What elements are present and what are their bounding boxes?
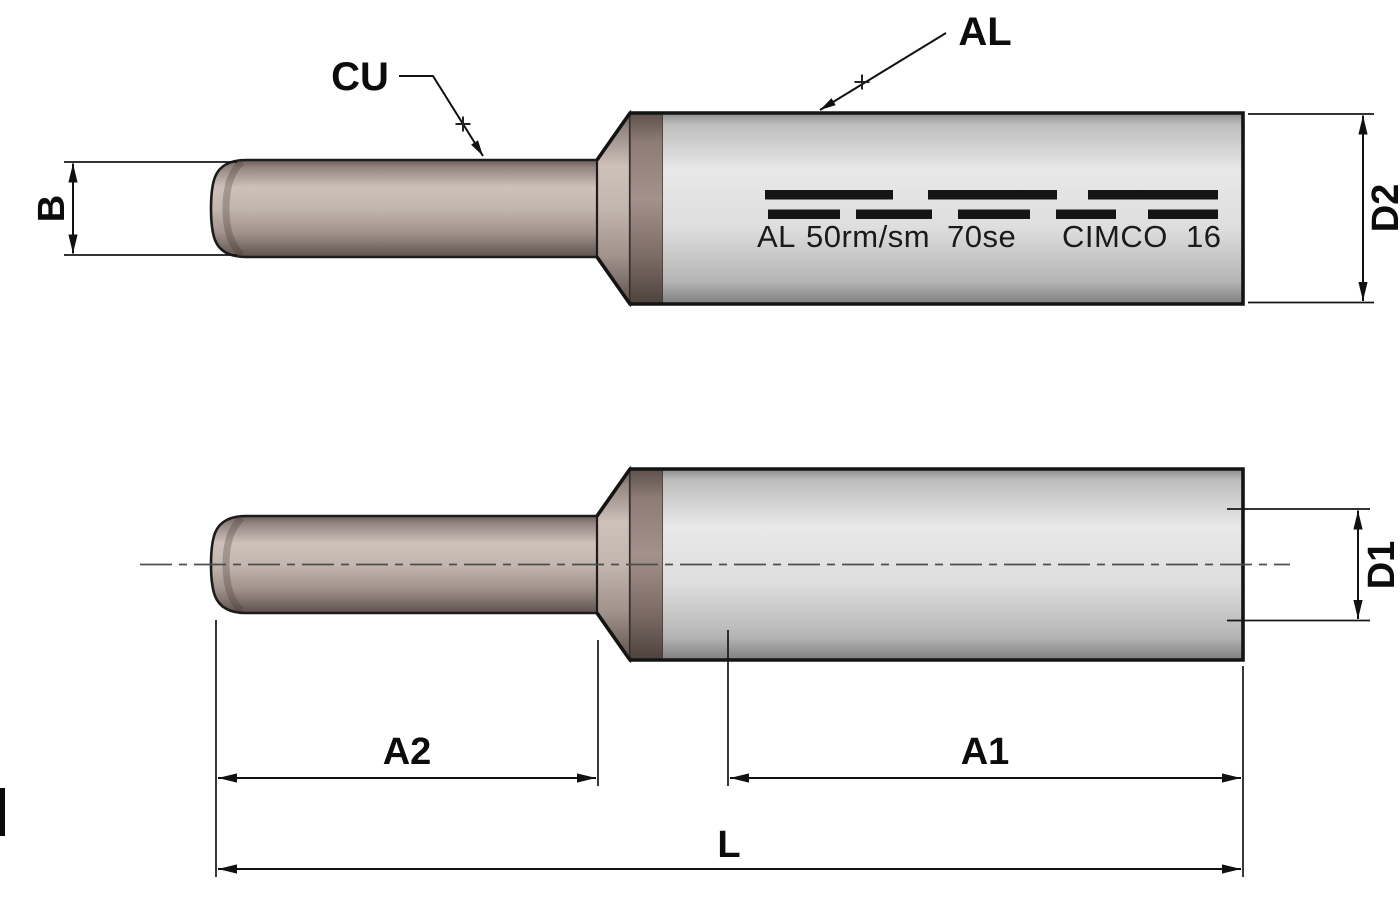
edge-artifact <box>0 788 5 836</box>
dimension-b: B <box>31 161 237 256</box>
marking-bar <box>1088 190 1218 200</box>
dim-label-d2: D2 <box>1365 184 1400 233</box>
top-view: AL 50rm/sm 70se CIMCO 16 <box>211 113 1243 304</box>
marking-bar <box>1148 209 1218 219</box>
cu-label: CU <box>331 55 389 99</box>
dimension-l: L <box>218 824 1241 874</box>
dim-label-d1: D1 <box>1361 541 1400 590</box>
marking-text-size: 50rm/sm <box>806 219 930 254</box>
al-leader-line <box>819 32 947 111</box>
dimension-a1: A1 <box>727 630 1244 877</box>
marking-bar <box>928 190 1057 200</box>
marking-bar <box>856 209 932 219</box>
cu-leader-line <box>399 75 484 157</box>
marking-text-type: 70se <box>947 219 1016 254</box>
barrel-marking: AL 50rm/sm 70se CIMCO 16 <box>757 190 1221 254</box>
top-connector <box>211 113 1243 304</box>
marking-bar <box>958 209 1030 219</box>
marking-bar <box>765 190 893 200</box>
marking-bar <box>1056 209 1116 219</box>
al-label: AL <box>958 10 1011 54</box>
dim-label-a1: A1 <box>961 731 1010 773</box>
cu-datum-cross <box>455 116 471 132</box>
callout-cu: CU <box>331 55 484 157</box>
al-datum-cross <box>854 74 870 90</box>
dimension-a2: A2 <box>215 620 599 877</box>
dim-label-b: B <box>31 195 73 222</box>
callout-al: AL <box>819 10 1012 111</box>
marking-text-code: 16 <box>1186 219 1221 254</box>
dimension-d1: D1 <box>1227 508 1400 622</box>
dim-label-l: L <box>717 824 740 866</box>
bottom-view <box>140 469 1290 660</box>
marking-text-material: AL <box>757 219 796 254</box>
dim-label-a2: A2 <box>383 731 432 773</box>
marking-text-brand: CIMCO <box>1062 219 1168 254</box>
dimension-d2: D2 <box>1248 113 1400 304</box>
marking-bar <box>768 209 840 219</box>
